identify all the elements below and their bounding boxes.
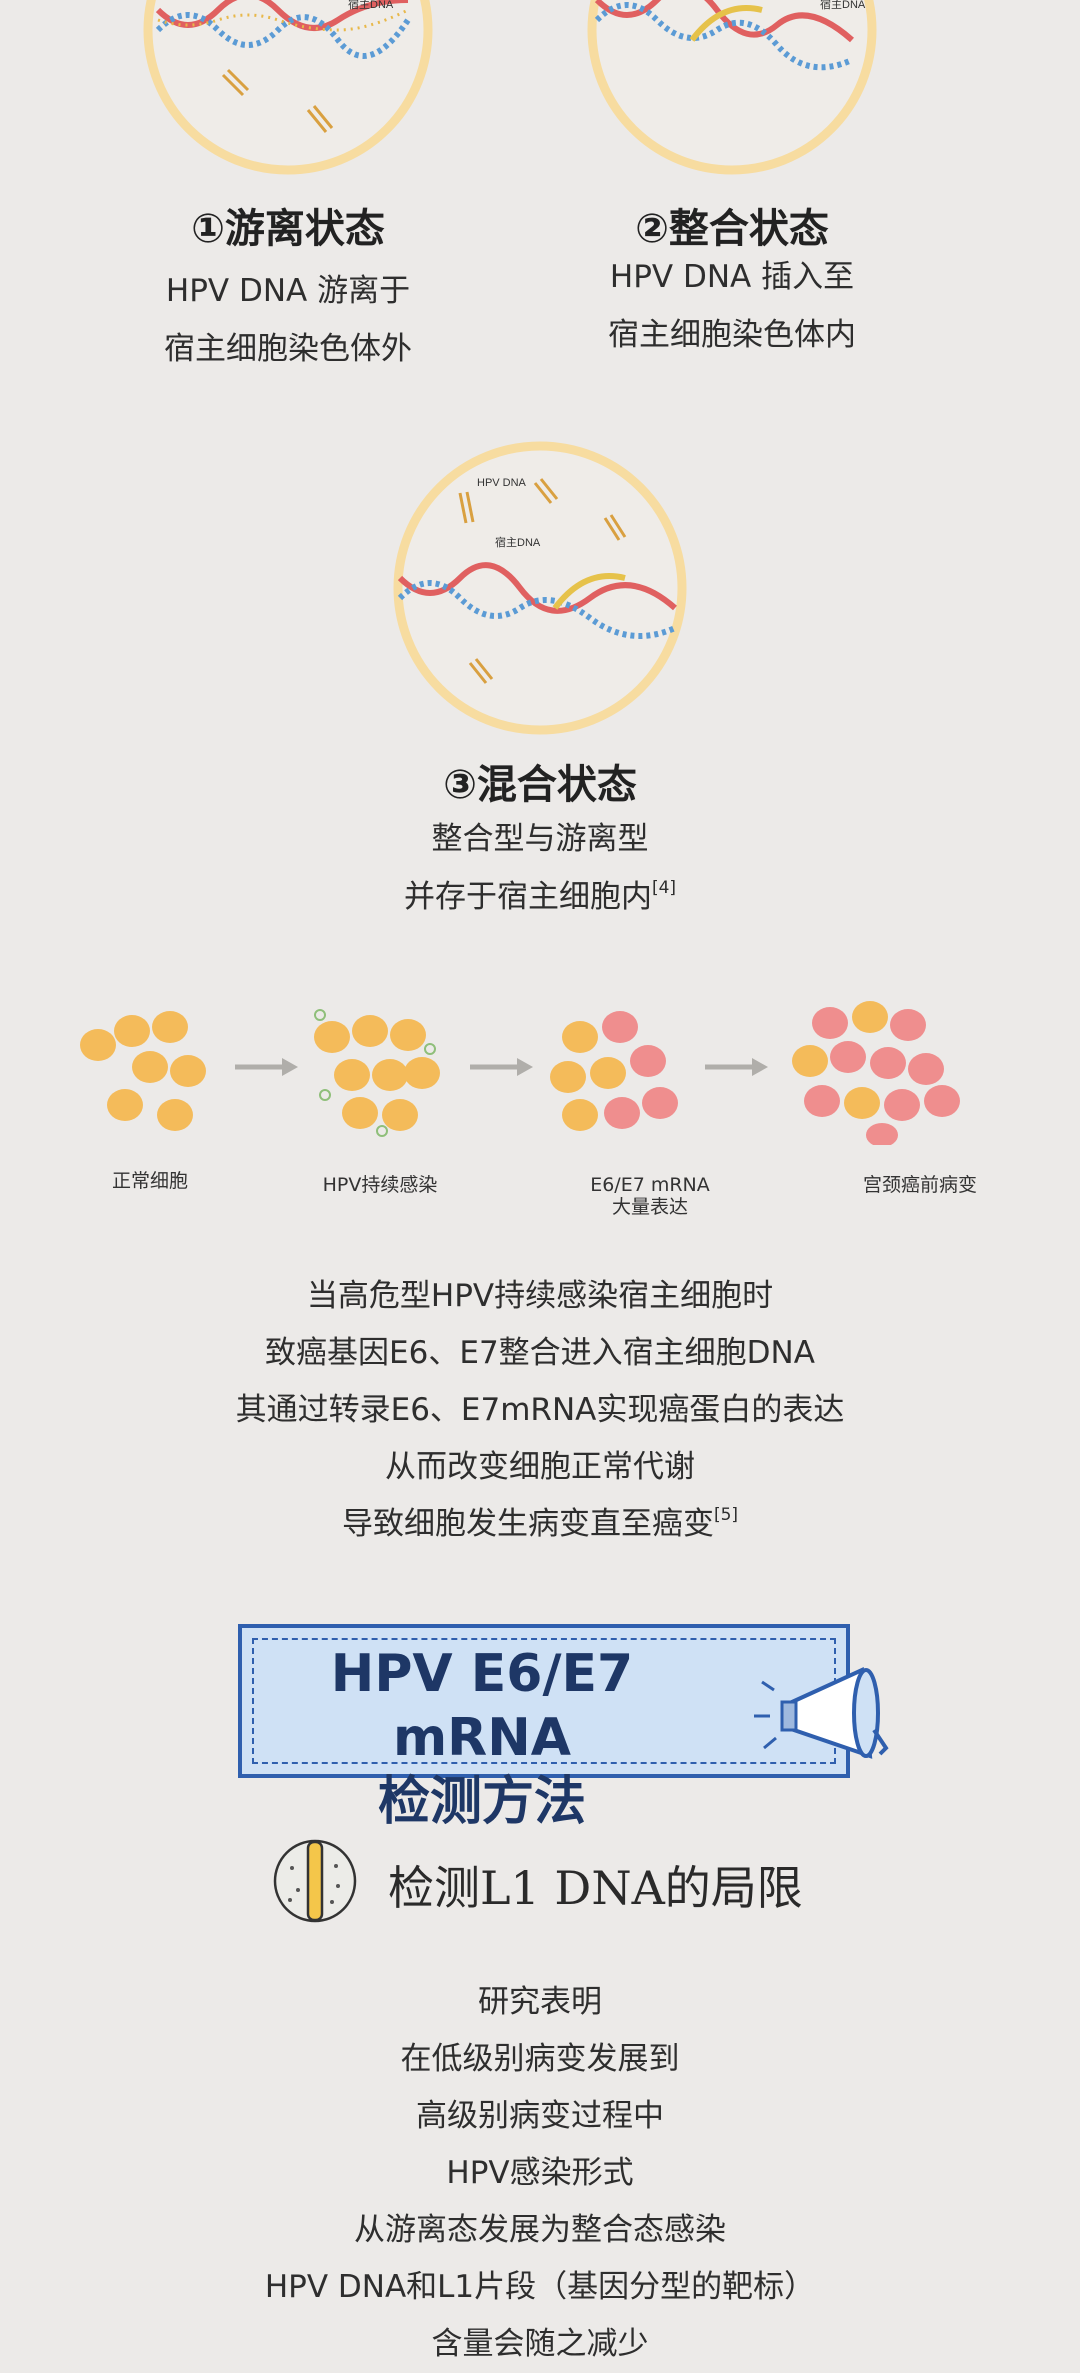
state1-desc: HPV DNA 游离于 宿主细胞染色体外 (88, 262, 488, 378)
infected-cells-icon (314, 1009, 440, 1137)
host-dna-label: 宿主DNA (495, 535, 541, 549)
banner-line1: HPV E6/E7 mRNA (330, 1644, 634, 1768)
step-label-expression-line1: E6/E7 mRNA (590, 1174, 710, 1196)
host-dna-label: 宿主DNA (348, 0, 394, 11)
findings-line: HPV DNA和L1片段（基因分型的靶标） (264, 2269, 816, 2305)
state2-desc: HPV DNA 插入至 宿主细胞染色体内 (532, 248, 932, 364)
banner-line2: 检测方法 (377, 1772, 586, 1832)
mechanism-paragraph: 当高危型HPV持续感染宿主细胞时 致癌基因E6、E7整合进入宿主细胞DNA 其通… (0, 1268, 1080, 1553)
step-label-expression: E6/E7 mRNA 大量表达 (560, 1174, 740, 1218)
small-dna-fragment-icon (221, 68, 334, 133)
findings-line: 在低级别病变发展到 (400, 2041, 680, 2077)
ref-4: [4] (651, 878, 677, 898)
section-title: 检测L1 DNA的局限 (388, 1861, 803, 1915)
step-label-normal: 正常细胞 (111, 1170, 188, 1192)
progression-diagram (80, 1001, 960, 1145)
ref-5: [5] (713, 1505, 739, 1525)
mechanism-line-text: 导致细胞发生病变直至癌变 (341, 1506, 714, 1542)
state3-desc: 整合型与游离型 并存于宿主细胞内[4] (0, 810, 1080, 926)
findings-paragraph: 研究表明 在低级别病变发展到 高级别病变过程中 HPV感染形式 从游离态发展为整… (0, 1974, 1080, 2373)
state2-illustration: 宿主DNA (587, 0, 877, 175)
host-dna-label: 宿主DNA (820, 0, 866, 11)
hpv-dna-label: HPV DNA (477, 477, 527, 489)
state3-line2: 并存于宿主细胞内[4] (0, 868, 1080, 926)
specimen-brush-icon (273, 1839, 357, 1923)
findings-line: 从游离态发展为整合态感染 (354, 2212, 726, 2248)
state3-line2-text: 并存于宿主细胞内 (403, 879, 652, 915)
state1-illustration: 宿主DNA (143, 0, 433, 175)
state2-line1: HPV DNA 插入至 (609, 259, 855, 295)
megaphone-icon (754, 1667, 889, 1759)
dna-helix-icon (594, 0, 854, 71)
state3-line1: 整合型与游离型 (431, 821, 649, 857)
state1-line2: 宿主细胞染色体外 (164, 331, 412, 367)
state1-title: ①游离状态 (191, 206, 385, 252)
findings-line: 研究表明 (478, 1984, 602, 2020)
step-label-infection: HPV持续感染 (322, 1174, 438, 1196)
findings-line: 高级别病变过程中 (416, 2098, 664, 2134)
mechanism-line: 导致细胞发生病变直至癌变[5] (0, 1496, 1080, 1553)
banner-title: HPV E6/E7 mRNA 检测方法 (242, 1642, 722, 1834)
expressing-cells-icon (550, 1011, 678, 1131)
arrow-right-icon (705, 1058, 768, 1076)
mechanism-line: 从而改变细胞正常代谢 (385, 1449, 695, 1485)
arrow-right-icon (470, 1058, 533, 1076)
step-label-lesion: 宫颈癌前病变 (862, 1174, 977, 1196)
mechanism-line: 当高危型HPV持续感染宿主细胞时 (306, 1278, 774, 1314)
state3-title: ③混合状态 (443, 762, 637, 808)
arrow-right-icon (235, 1058, 298, 1076)
state3-illustration: HPV DNA 宿主DNA (393, 441, 687, 735)
state2-title: ②整合状态 (635, 206, 829, 252)
mechanism-line: 致癌基因E6、E7整合进入宿主细胞DNA (265, 1335, 815, 1371)
mechanism-line: 其通过转录E6、E7mRNA实现癌蛋白的表达 (235, 1392, 845, 1428)
dna-helix-icon (155, 0, 411, 59)
small-dna-fragment-icon (458, 478, 627, 684)
lesion-cells-icon (792, 1001, 960, 1145)
findings-line: HPV感染形式 (446, 2155, 634, 2191)
step-label-expression-line2: 大量表达 (611, 1196, 688, 1218)
normal-cells-icon (80, 1011, 206, 1131)
section-banner: HPV E6/E7 mRNA 检测方法 (238, 1624, 850, 1832)
dna-helix-icon (397, 562, 677, 639)
state1-line1: HPV DNA 游离于 (165, 273, 411, 309)
state2-line2: 宿主细胞染色体内 (608, 317, 856, 353)
